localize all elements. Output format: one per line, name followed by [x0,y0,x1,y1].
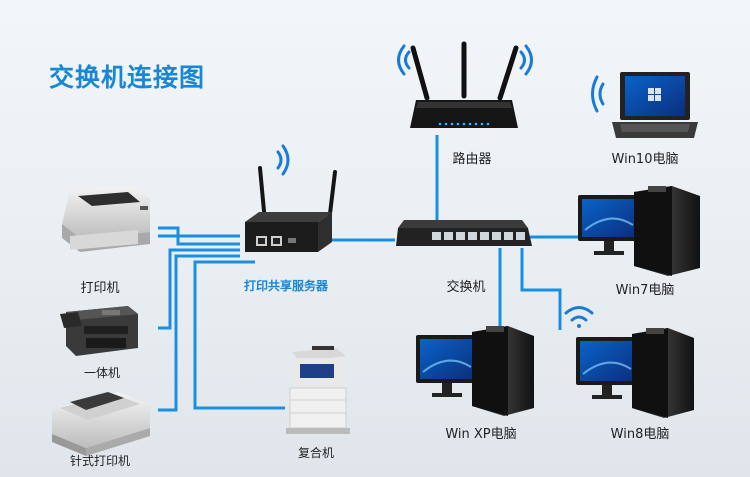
link-server-dot [158,254,240,412]
copier-icon [286,346,350,434]
label-winxp: Win XP电脑 [445,427,517,442]
desktop-icon-winxp [416,326,534,416]
label-dot-printer: 针式打印机 [69,454,131,468]
router-icon [410,41,519,128]
label-printer: 打印机 [80,281,120,296]
page-title: 交换机连接图 [49,63,206,92]
wifi-icon-win8 [564,306,594,328]
label-mfp: 一体机 [83,366,121,380]
wifi-icon-router-right [519,44,533,76]
mfp-icon [60,306,138,356]
wifi-icon-router-left [397,44,411,76]
link-server-printer-2 [158,226,240,246]
label-win8: Win8电脑 [610,427,670,442]
print-server-icon [245,166,337,252]
label-copier: 复合机 [297,446,335,460]
wifi-icon-print-server [276,144,290,176]
wifi-icon-laptop [591,75,605,113]
label-print-server: 打印共享服务器 [243,279,329,293]
link-switch-win8 [520,248,562,330]
link-server-mfp [158,248,240,330]
dot-printer-icon [52,392,150,456]
label-win10: Win10电脑 [611,152,679,167]
label-switch: 交换机 [446,280,486,295]
connection-lines [158,135,580,412]
label-win7: Win7电脑 [615,283,675,298]
laptop-icon [612,72,698,138]
link-server-copier [193,260,285,410]
desktop-icon-win7 [578,186,700,276]
desktop-icon-win8 [576,328,694,418]
switch-icon [396,220,532,246]
label-router: 路由器 [452,152,492,167]
printer-icon [62,186,150,252]
